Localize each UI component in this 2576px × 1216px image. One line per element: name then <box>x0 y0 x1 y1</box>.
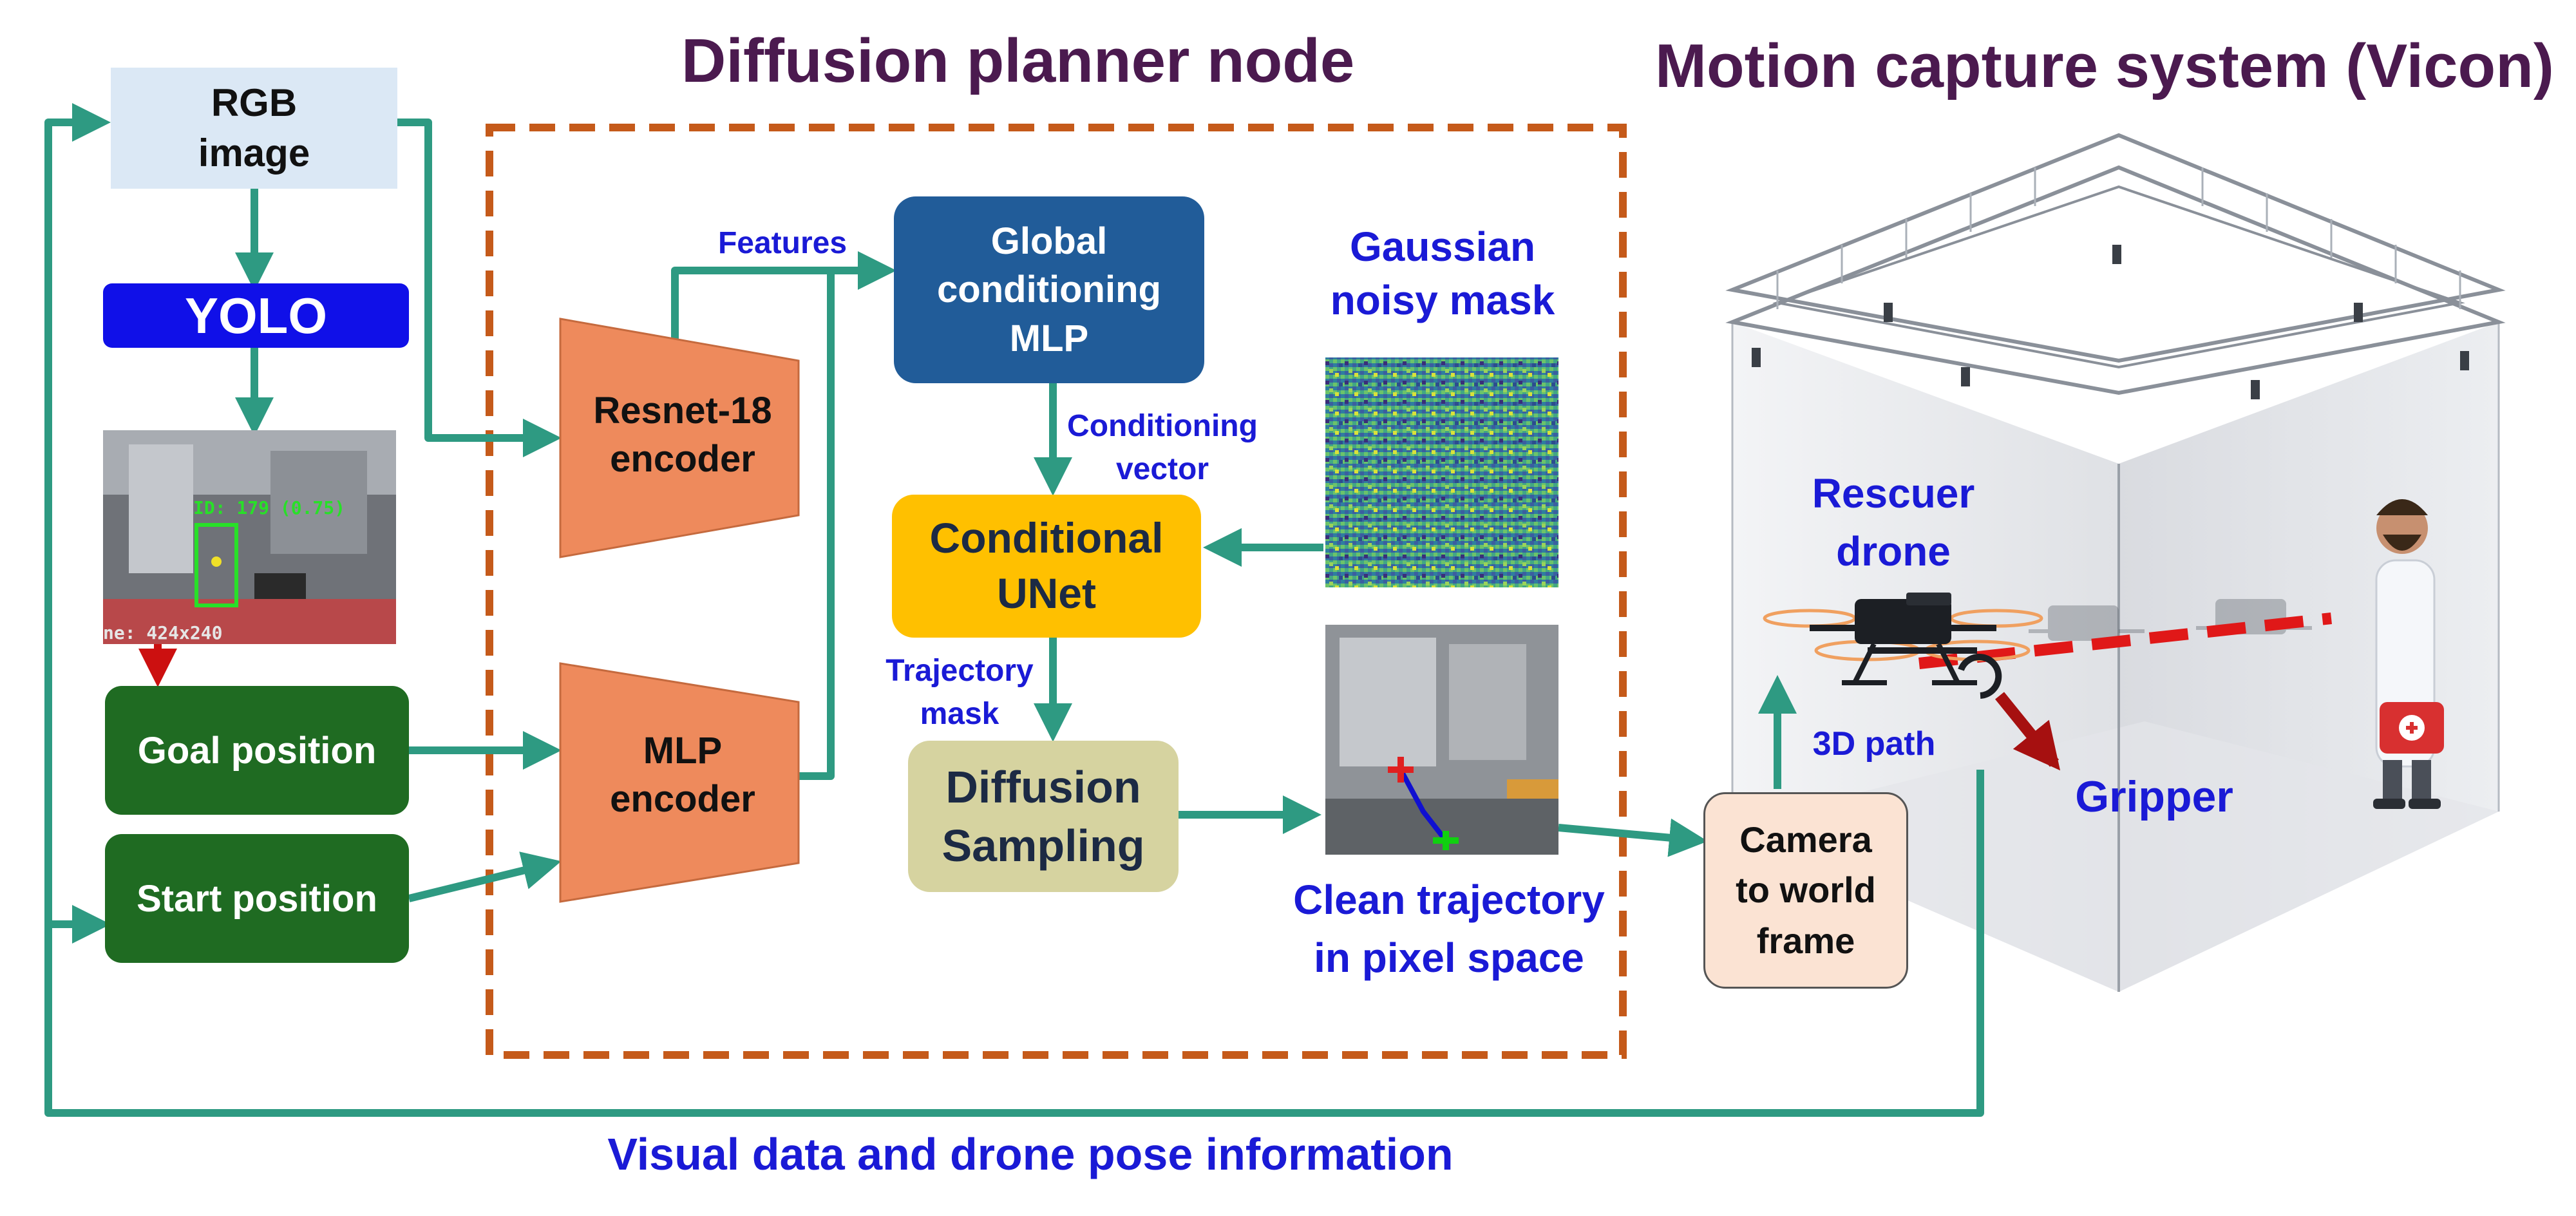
trajectory-image <box>1325 625 1558 855</box>
arrow-trajectory-to-camera <box>1558 818 1708 857</box>
conditional-unet-node: Conditional UNet <box>892 495 1201 638</box>
arrow-start-to-mlp <box>408 851 562 902</box>
trajectory-mask-label: Trajectory mask <box>886 654 1034 732</box>
clean-trajectory-label: Clean trajectory in pixel space <box>1293 877 1605 981</box>
arrow-rgb-to-resnet <box>396 119 562 457</box>
rgb-image-node: RGB image <box>111 68 397 189</box>
start-position-node: Start position <box>105 834 409 963</box>
gaussian-noise-image <box>1325 357 1558 587</box>
rescuer-drone-graphic <box>1763 593 2043 699</box>
mocap-system-title: Motion capture system (Vicon) <box>1655 32 2554 100</box>
detection-resolution: ne: 424x240 <box>103 622 223 643</box>
resnet-encoder-shape <box>559 318 800 558</box>
camera-to-world-node: Camera to world frame <box>1703 792 1908 989</box>
mlp-encoder-shape <box>559 662 800 903</box>
feedback-loop-arrow <box>44 103 1984 1117</box>
visual-data-caption: Visual data and drone pose information <box>607 1129 1454 1179</box>
path-3d-label: 3D path <box>1812 725 1936 763</box>
conditioning-vector-label: Conditioning vector <box>1067 409 1258 487</box>
yolo-node: YOLO <box>103 283 409 348</box>
arrow-resnet-to-global-mlp <box>671 251 896 348</box>
planner-node-title: Diffusion planner node <box>681 26 1355 95</box>
mlp-encoder-label: MLP encoder <box>610 730 755 821</box>
detection-image <box>103 430 396 644</box>
global-conditioning-mlp-node: Global conditioning MLP <box>894 196 1204 383</box>
arrow-mlp-to-global-mlp <box>799 271 835 780</box>
features-label: Features <box>717 226 848 260</box>
rescuer-drone-label: Rescuer drone <box>1812 470 1975 575</box>
gaussian-noisy-mask-label: Gaussian noisy mask <box>1330 223 1555 324</box>
resnet-encoder-label: Resnet-18 encoder <box>593 390 772 480</box>
rescuer-person-graphic <box>2373 499 2444 809</box>
gripper-pointer-arrow <box>1995 692 2061 771</box>
gripper-label: Gripper <box>2075 772 2233 821</box>
planner-node-frame <box>486 124 1627 1059</box>
goal-position-node: Goal position <box>105 686 409 815</box>
detection-caption: ID: 179 (0.75) <box>193 497 346 518</box>
diffusion-sampling-node: Diffusion Sampling <box>908 741 1179 892</box>
